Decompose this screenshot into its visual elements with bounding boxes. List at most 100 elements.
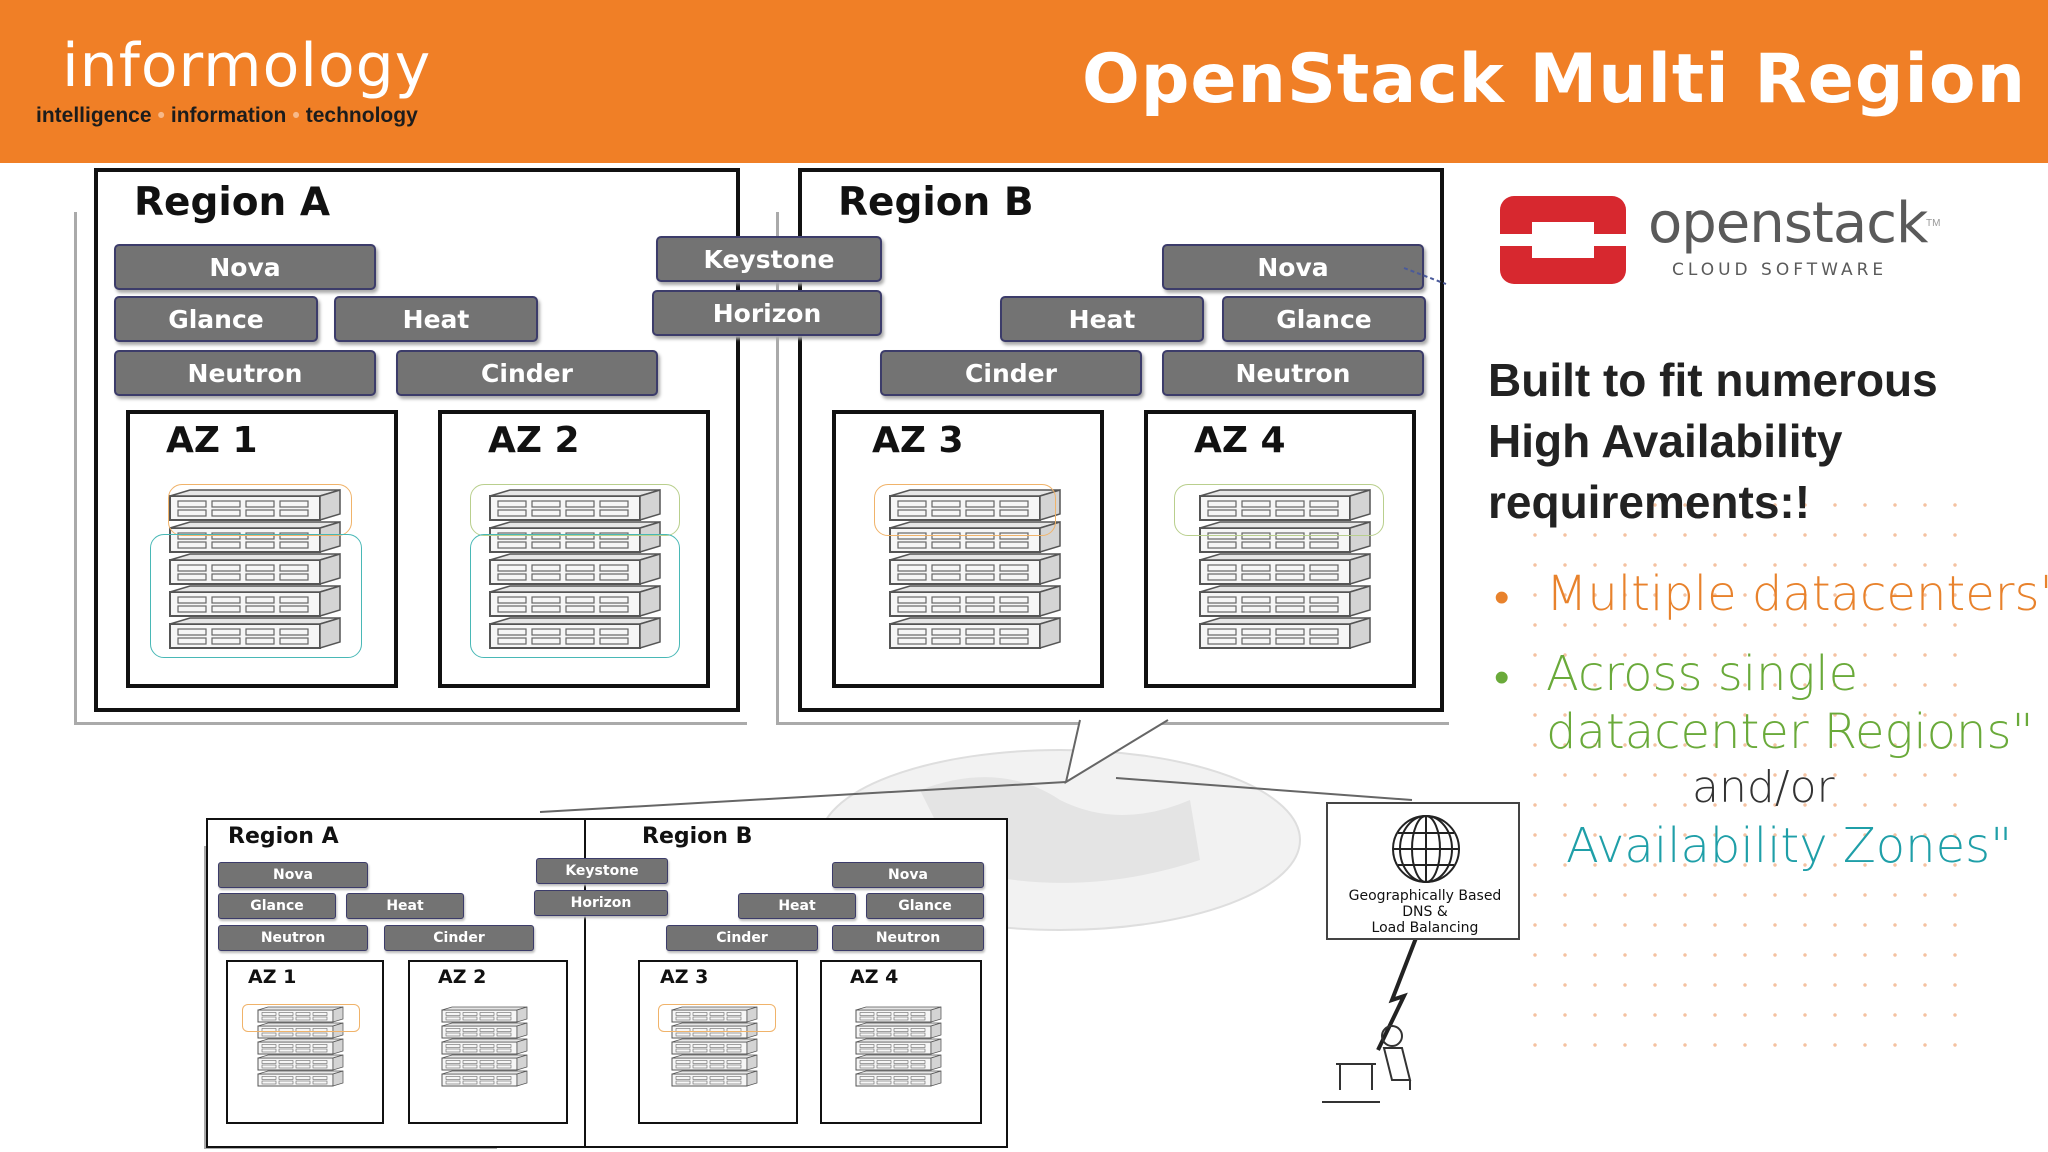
small-az2-title: AZ 2 — [438, 966, 487, 988]
az1-server-stack — [169, 488, 341, 650]
bullet-across-single: Across single — [1546, 646, 1859, 702]
server-unit — [257, 1070, 344, 1087]
dns-label-line1: Geographically Based — [1348, 888, 1502, 904]
server-unit — [1199, 584, 1371, 618]
page-title: OpenStack Multi Region — [1081, 40, 2026, 119]
lightning-bolt — [1376, 937, 1418, 1051]
openstack-trademark: TM — [1926, 218, 1941, 229]
server-unit — [855, 1006, 942, 1023]
server-unit — [441, 1038, 528, 1055]
line-to-dns — [1115, 777, 1413, 801]
line-to-bottom-diagram — [539, 781, 1067, 813]
server-unit — [169, 552, 341, 586]
az4-highlight-green — [1174, 484, 1384, 536]
server-unit — [257, 1038, 344, 1055]
bullet-dot-2: • — [1494, 653, 1510, 702]
small-region-b-nova: Nova — [832, 862, 984, 888]
small-region-b-glance: Glance — [866, 893, 984, 919]
server-unit — [1199, 616, 1371, 650]
server-unit — [1199, 488, 1371, 522]
logo-tagline: intelligence•information•technology — [36, 104, 418, 127]
server-unit — [1199, 520, 1371, 554]
dns-label: Geographically Based DNS & Load Balancin… — [1328, 888, 1522, 936]
az2-server-stack — [489, 488, 661, 650]
region-b-title: Region B — [838, 180, 1034, 225]
server-unit — [889, 616, 1061, 650]
headline-line3: requirements:! — [1488, 476, 1811, 528]
small-horizon-service: Horizon — [534, 890, 668, 916]
az3-title: AZ 3 — [872, 420, 964, 461]
headline-line1: Built to fit numerous — [1488, 354, 1938, 406]
server-unit — [257, 1054, 344, 1071]
az1-highlight-orange — [168, 484, 352, 536]
server-unit — [169, 616, 341, 650]
nova-connector-dash — [1403, 267, 1447, 285]
dns-load-balancer-box: Geographically Based DNS & Load Balancin… — [1326, 802, 1520, 940]
server-unit — [489, 520, 661, 554]
server-unit — [889, 584, 1061, 618]
small-az3-title: AZ 3 — [660, 966, 709, 988]
tagline-intelligence: intelligence — [36, 104, 152, 127]
keystone-service: Keystone — [656, 236, 882, 282]
server-unit — [489, 552, 661, 586]
server-unit — [169, 584, 341, 618]
server-unit — [489, 584, 661, 618]
az2-highlight-green — [470, 484, 680, 536]
server-unit — [169, 520, 341, 554]
server-unit — [671, 1006, 758, 1023]
small-az2-server-stack — [441, 1006, 528, 1087]
region-b-cinder: Cinder — [880, 350, 1142, 396]
server-unit — [441, 1054, 528, 1071]
small-az3-highlight — [658, 1004, 776, 1032]
az3-server-stack — [889, 488, 1061, 650]
bullet-datacenter-regions: datacenter Regions" — [1546, 704, 2034, 760]
server-unit — [441, 1070, 528, 1087]
user-at-desk-icon — [1322, 1025, 1412, 1103]
small-keystone-service: Keystone — [536, 858, 668, 884]
dns-label-line2: DNS & — [1402, 904, 1448, 920]
horizon-service: Horizon — [652, 290, 882, 336]
small-region-a-title: Region A — [228, 824, 339, 849]
small-az4-title: AZ 4 — [850, 966, 899, 988]
small-az3-server-stack — [671, 1006, 758, 1087]
server-unit — [855, 1038, 942, 1055]
dns-label-line3: Load Balancing — [1371, 920, 1479, 936]
server-unit — [1199, 552, 1371, 586]
bullet-dot-1: • — [1494, 573, 1510, 622]
region-b-nova: Nova — [1162, 244, 1424, 290]
region-a-shadow — [74, 212, 747, 725]
small-region-a-glance: Glance — [218, 893, 336, 919]
server-unit — [671, 1070, 758, 1087]
region-a-nova: Nova — [114, 244, 376, 290]
region-b-glance: Glance — [1222, 296, 1426, 342]
region-a-neutron: Neutron — [114, 350, 376, 396]
server-unit — [855, 1070, 942, 1087]
server-unit — [441, 1006, 528, 1023]
region-b-heat: Heat — [1000, 296, 1204, 342]
tagline-technology: technology — [305, 104, 418, 127]
server-unit — [889, 488, 1061, 522]
small-region-a-neutron: Neutron — [218, 925, 368, 951]
az4-server-stack — [1199, 488, 1371, 650]
server-unit — [671, 1022, 758, 1039]
dot-pattern — [1520, 490, 1980, 1050]
region-a-glance: Glance — [114, 296, 318, 342]
server-unit — [257, 1006, 344, 1023]
small-region-a-cinder: Cinder — [384, 925, 534, 951]
az2-highlight-teal — [470, 534, 680, 658]
globe-icon — [1392, 815, 1460, 883]
az1-highlight-teal — [150, 534, 362, 658]
small-region-b-neutron: Neutron — [832, 925, 984, 951]
bullet-availability-zones: Availability Zones" — [1566, 818, 2013, 874]
and-or-text: and/or — [1692, 762, 1835, 813]
region-a-cinder: Cinder — [396, 350, 658, 396]
region-a-heat: Heat — [334, 296, 538, 342]
region-a-title: Region A — [134, 180, 331, 225]
az3-highlight-orange — [874, 484, 1056, 536]
server-unit — [489, 488, 661, 522]
server-unit — [889, 520, 1061, 554]
bullet-multiple-datacenters: Multiple datacenters" — [1546, 566, 2048, 622]
small-region-b-cinder: Cinder — [666, 925, 818, 951]
openstack-cloud-software: CLOUD SOFTWARE — [1672, 260, 1888, 280]
small-region-a-nova: Nova — [218, 862, 368, 888]
